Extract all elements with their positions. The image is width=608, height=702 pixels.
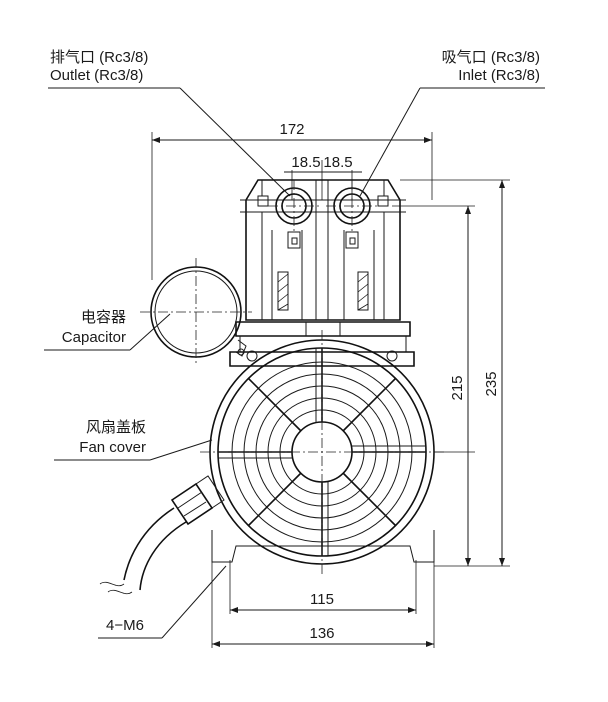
outlet-en-label: Outlet (Rc3/8) (50, 67, 143, 84)
outlet-cn-label: 排气口 (Rc3/8) (50, 49, 148, 66)
outlet-callout: 排气口 (Rc3/8) Outlet (Rc3/8) (48, 49, 291, 197)
fan-cn-label: 风扇盖板 (86, 418, 146, 436)
dim-heights: 215 235 (400, 179, 510, 567)
inlet-callout: 吸气口 (Rc3/8) Inlet (Rc3/8) (359, 49, 545, 197)
mount-callout: 4−M6 (98, 565, 227, 639)
inlet-cn-label: 吸气口 (Rc3/8) (442, 49, 540, 66)
mount-label: 4−M6 (106, 617, 144, 634)
dim-18-5-right-text: 18.5 (323, 154, 352, 171)
capacitor-cn-label: 电容器 (81, 309, 126, 326)
dim-port-offsets: 18.5 18.5 (284, 154, 362, 200)
pump-head (235, 179, 411, 352)
dim-115-text: 115 (310, 591, 334, 608)
dim-235-text: 235 (483, 371, 500, 396)
dim-172-text: 172 (279, 121, 304, 138)
capacitor-callout: 电容器 Capacitor (44, 309, 171, 351)
motor-body (211, 350, 435, 648)
fan-en-label: Fan cover (79, 439, 146, 456)
dim-136-text: 136 (309, 625, 334, 642)
dim-18-5-left-text: 18.5 (291, 154, 320, 171)
inlet-en-label: Inlet (Rc3/8) (458, 67, 540, 84)
capacitor-en-label: Capacitor (62, 329, 126, 346)
outlet-port (268, 180, 320, 232)
capacitor (140, 258, 252, 366)
fan-cover-callout: 风扇盖板 Fan cover (54, 418, 213, 461)
dim-feet: 115 136 (212, 591, 434, 647)
dim-total-width: 172 (151, 121, 433, 280)
fan-cover (200, 330, 475, 574)
inlet-port (326, 180, 378, 232)
dim-215-text: 215 (449, 375, 466, 400)
cable-gland (99, 475, 225, 595)
